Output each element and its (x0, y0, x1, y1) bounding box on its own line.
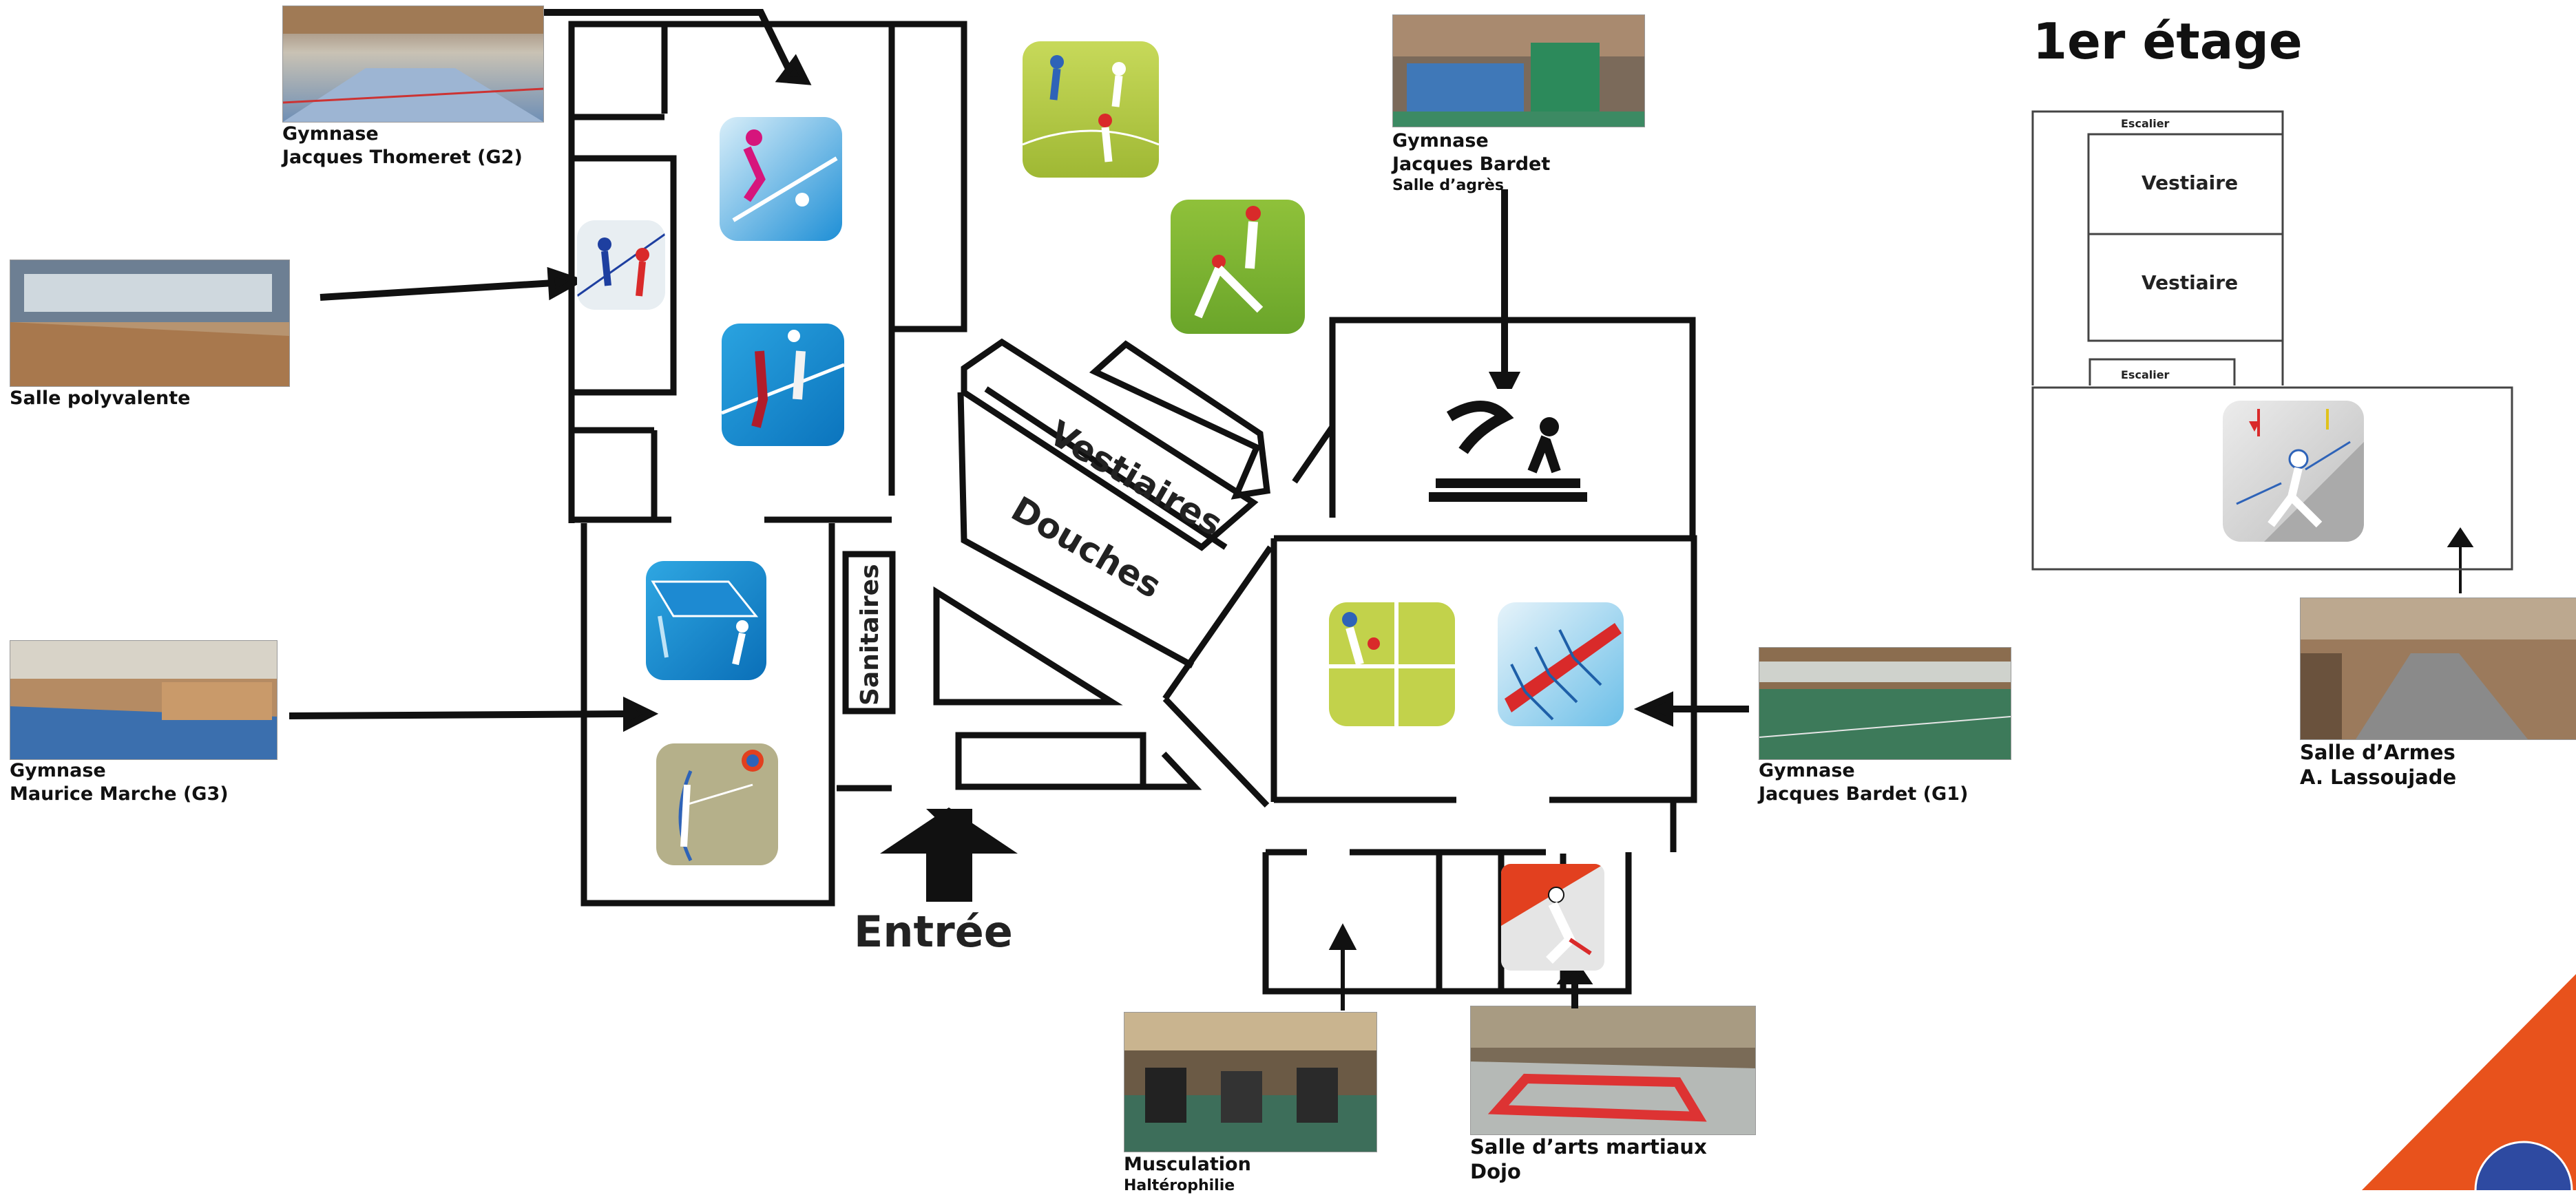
photo-salle-armes (2300, 598, 2576, 740)
entrance-arrow (880, 807, 1018, 902)
pointer-arrows (289, 9, 2474, 1011)
photo-salle-polyvalente (10, 260, 290, 387)
football-icon (1023, 41, 1159, 178)
photo-musculation (1124, 1012, 1377, 1152)
table-tennis-icon (646, 561, 766, 680)
upper-label-escalier-top: Escalier (2121, 117, 2170, 130)
photo-salle-agres (1392, 14, 1645, 127)
rugby-icon (1171, 200, 1305, 334)
badminton-icon (720, 117, 842, 241)
boxing-icon (577, 220, 665, 310)
corner-accent (2362, 974, 2576, 1190)
plan-label-sanitaires: Sanitaires (856, 564, 884, 706)
judo-icon (1501, 864, 1604, 971)
photo-dojo (1470, 1006, 1756, 1135)
rowing-icon (1498, 602, 1624, 726)
fencing-icon (2223, 401, 2364, 542)
photo-gymnase-g2 (282, 6, 544, 123)
label-salle-polyvalente: Salle polyvalente (10, 388, 191, 409)
corner-badge (2474, 1141, 2573, 1190)
photo-gymnase-g3 (10, 640, 278, 760)
volleyball-icon (722, 324, 844, 446)
floor-title: 1er étage (2033, 12, 2303, 70)
archery-icon (656, 743, 778, 865)
gymnastics-icon (1422, 389, 1593, 509)
plan-label-entree: Entrée (854, 907, 1013, 957)
upper-floor-plan (2031, 110, 2513, 571)
photo-gymnase-g1 (1759, 647, 2011, 760)
handball-icon (1329, 602, 1455, 726)
upper-label-vestiaire-1: Vestiaire (2142, 171, 2238, 194)
upper-label-vestiaire-2: Vestiaire (2142, 271, 2238, 294)
upper-label-escalier-bottom: Escalier (2121, 368, 2170, 381)
